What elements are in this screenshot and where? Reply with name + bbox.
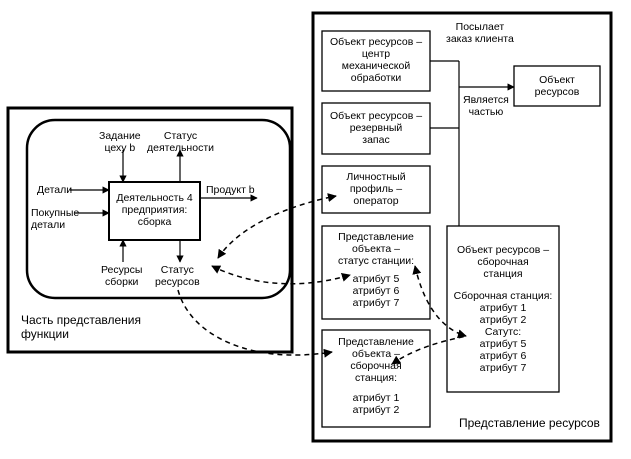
operator-profile-box [321, 165, 431, 214]
resource-object-label: Объект ресурсов [534, 74, 580, 98]
operator-profile-label: Личностный профиль – оператор [346, 171, 406, 207]
reserve-label: Объект ресурсов – резервный запас [329, 110, 423, 146]
assembly-station-resource-label: Объект ресурсов – сборочная станция Сбор… [453, 244, 553, 374]
output-label-product: Продукт b [206, 184, 255, 196]
control-label-task: Задание цеху b [99, 130, 141, 154]
function-part-caption: Часть представления функции [21, 313, 141, 341]
assembly-station-view-box [321, 329, 431, 428]
activity-label: Деятельность 4 предприятия: сборка [116, 192, 193, 228]
mechanism-label-status: Статус ресурсов [155, 264, 200, 288]
dashed-link-status-to-resource [412, 265, 467, 339]
dashed-link-view-to-resource [391, 335, 467, 365]
input-label-purchased: Покупные детали [31, 207, 80, 231]
station-status-label: Представление объекта – статус станции: … [337, 231, 415, 309]
resource-part-caption: Представление ресурсов [459, 416, 600, 430]
mechanism-label-resources: Ресурсы сборки [101, 264, 143, 288]
dashed-link-assembly-view [177, 289, 333, 358]
input-label-details: Детали [37, 184, 73, 196]
sends-order-label: Посылает заказ клиента [446, 21, 514, 45]
assembly-station-view-label: Представление объекта – сборочная станци… [338, 336, 414, 416]
machining-center-label: Объект ресурсов – центр механической обр… [329, 36, 423, 84]
is-part-label: Является частью [463, 94, 509, 118]
dashed-link-station-status [211, 265, 351, 285]
dashed-link-operator [217, 193, 337, 259]
control-label-status: Статус деятельности [147, 130, 214, 154]
